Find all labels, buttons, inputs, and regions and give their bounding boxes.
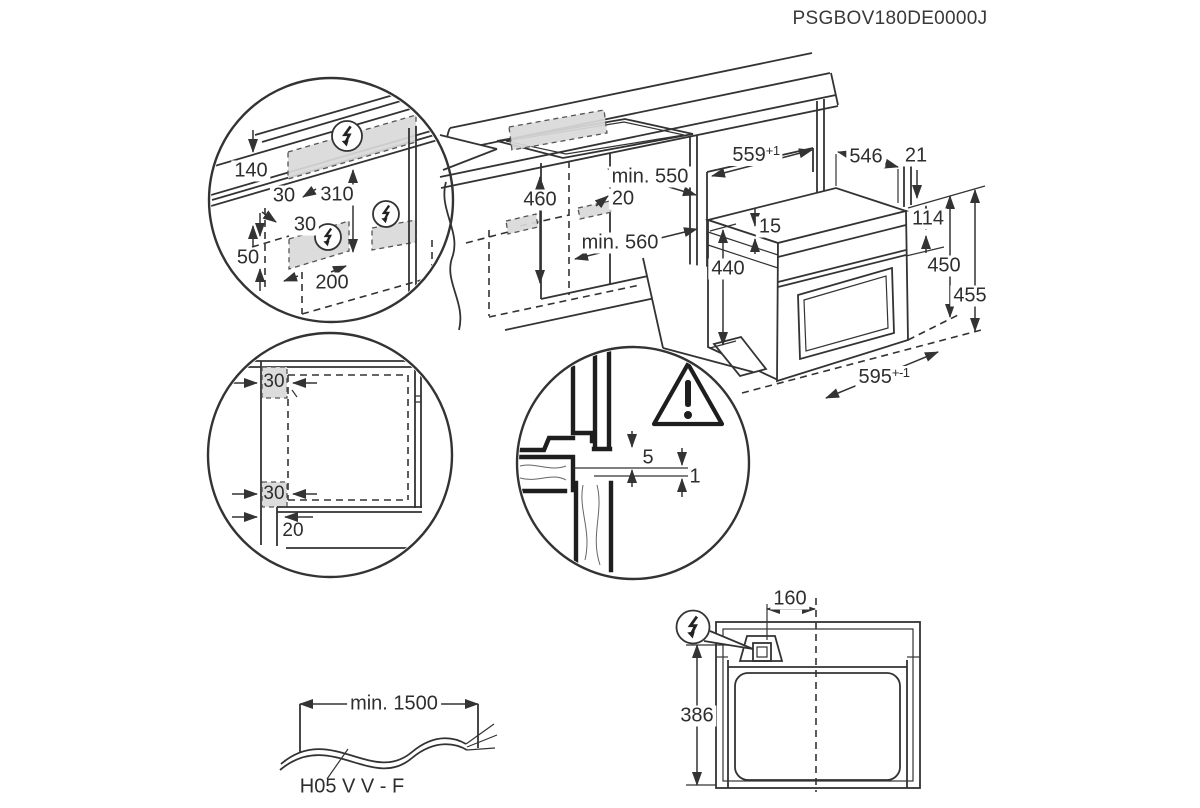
dim-height-mid: 310: [317, 184, 357, 206]
spacer-block-bottom: [261, 481, 288, 508]
dim-gap-counter: 1: [689, 465, 701, 488]
detail-circle-connection-zones: [207, 76, 455, 324]
dim-gap-panel: 5: [642, 446, 654, 469]
dim-front-height: 450: [924, 255, 964, 277]
dim-oven-rear-gap: 21: [901, 145, 931, 167]
detail-gap-section: [519, 349, 725, 573]
power-cable-drawing: [279, 699, 498, 780]
detail-spacers: [210, 360, 445, 549]
cable-type-label: H05 V V - F: [299, 775, 405, 798]
model-code: PSGBOV180DE0000J: [792, 8, 988, 30]
dim-rear-gap: 20: [608, 188, 638, 210]
dim-width-min: min. 560: [578, 232, 662, 254]
dim-counter-height: 140: [231, 160, 271, 182]
dim-spacer-top: 30: [263, 371, 285, 393]
oven-rear-view: [675, 598, 921, 792]
dim-interior-height: 460: [520, 189, 560, 211]
dim-zone-height: 50: [233, 247, 263, 269]
oven-isometric: [642, 147, 986, 399]
detail-circle-spacers: [206, 331, 454, 579]
dim-conduit-height: 386: [677, 705, 717, 727]
dim-body-height: 440: [708, 258, 748, 280]
detail-circle-gap-section: [515, 345, 751, 581]
rear-connection-zone: [577, 200, 613, 220]
warning-triangle-icon: [651, 361, 725, 427]
dim-total-height: 455: [950, 285, 990, 307]
dim-front-width: 595+-1: [855, 366, 913, 388]
dim-oven-depth: 546: [846, 146, 886, 168]
dim-zone-width: 200: [312, 272, 352, 294]
spacer-block-top: [261, 366, 288, 399]
dim-panel-height: 114: [909, 208, 947, 230]
dim-offset-mid: 30: [290, 214, 320, 236]
dim-top-gap: 15: [755, 216, 785, 238]
dim-conduit-offset: 160: [770, 588, 810, 610]
conduit-box: [752, 642, 772, 662]
dim-plinth-recess: 20: [282, 520, 304, 542]
conduit-housing: [738, 635, 784, 662]
dim-niche-width: 559+1: [729, 144, 783, 166]
dim-offset-top: 30: [269, 185, 299, 207]
dim-spacer-bottom: 30: [263, 483, 285, 505]
dim-depth-min: min. 550: [608, 166, 692, 188]
side-connection-zone: [505, 213, 539, 235]
hob-connection-zone: [508, 109, 608, 151]
dim-cable-min-length: min. 1500: [347, 693, 441, 715]
